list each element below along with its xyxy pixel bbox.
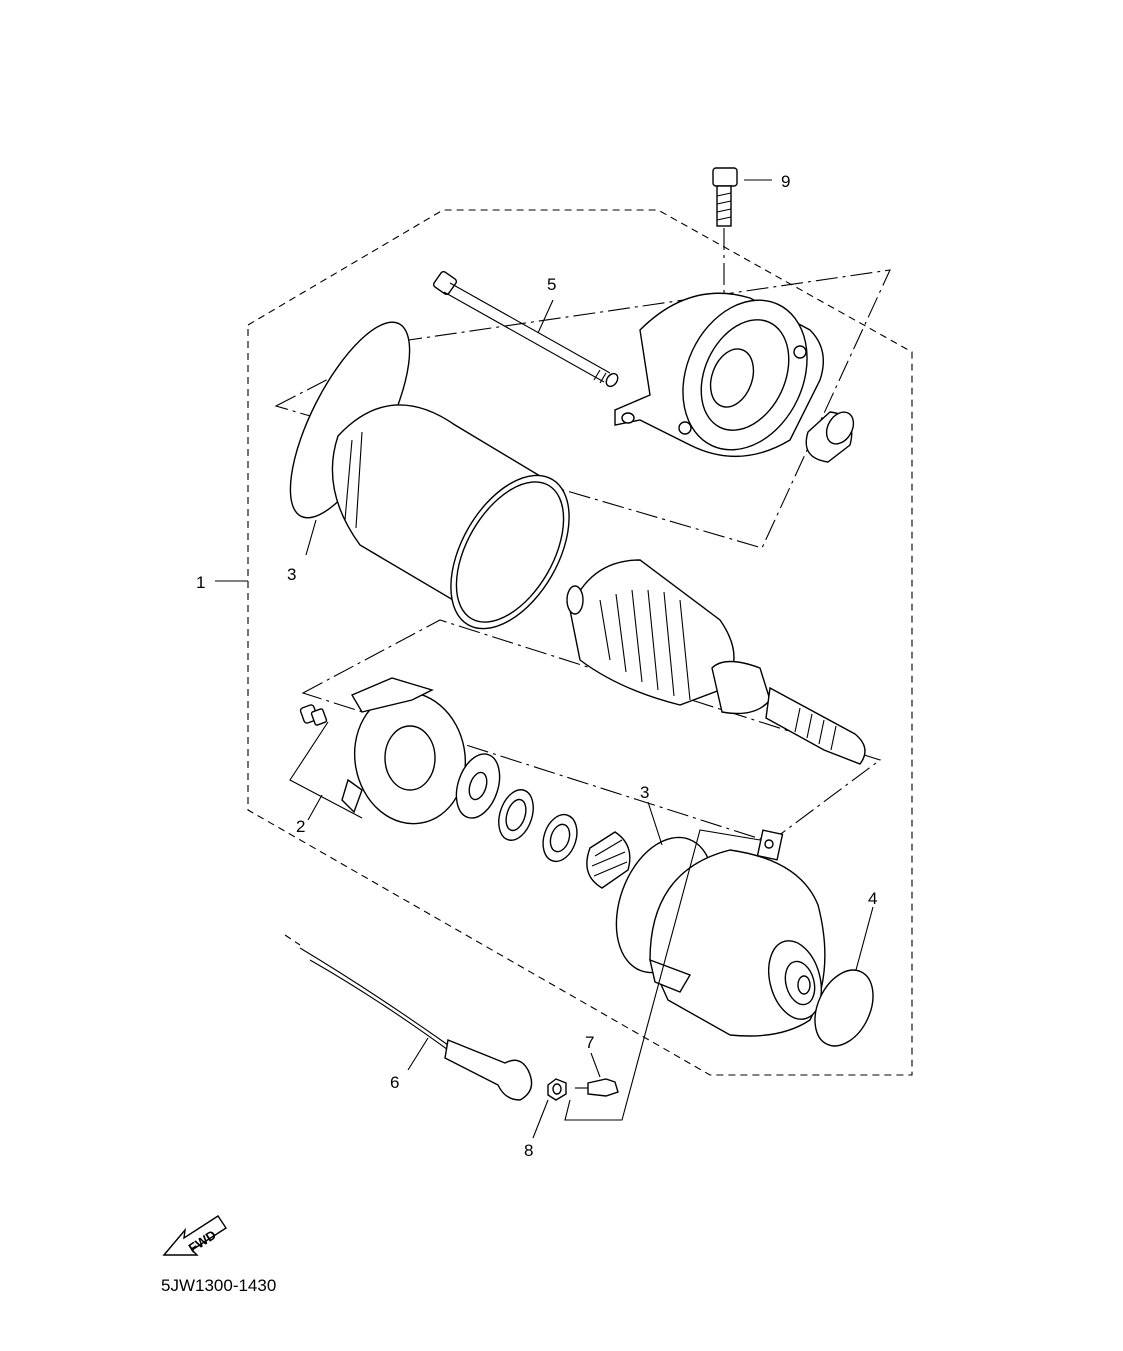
callout-3-upper: 3: [287, 565, 296, 584]
bushing-upper: [805, 411, 855, 463]
leader-lines: [215, 179, 874, 1139]
front-cover: [614, 292, 824, 458]
rear-cover: [649, 829, 826, 1037]
callout-2: 2: [296, 817, 305, 836]
callout-3-lower: 3: [640, 783, 649, 802]
callout-9: 9: [781, 172, 790, 191]
assembly-boundary: [247, 209, 913, 1076]
callout-8: 8: [524, 1141, 533, 1160]
cable-part-6[interactable]: [284, 934, 533, 1101]
callout-7: 7: [585, 1033, 594, 1052]
diagram-code: 5JW1300-1430: [161, 1276, 276, 1295]
upper-plane: [274, 269, 891, 549]
armature: [566, 559, 866, 765]
washers-and-bearing: [455, 753, 631, 889]
screws-part-2[interactable]: [289, 704, 363, 821]
lower-plane: [301, 619, 882, 843]
terminal-bolt-part-7[interactable]: [564, 829, 761, 1121]
yoke-housing: [331, 404, 570, 630]
fwd-arrow-icon: FWD: [162, 1215, 227, 1256]
o-ring-part-4[interactable]: [804, 961, 885, 1055]
callout-5: 5: [547, 275, 556, 294]
callout-6: 6: [390, 1073, 399, 1092]
callout-1: 1: [196, 573, 205, 592]
through-bolt-part-5[interactable]: [432, 270, 620, 388]
brush-holder: [341, 677, 467, 825]
nut-part-8[interactable]: [547, 1078, 567, 1101]
callout-4: 4: [868, 889, 877, 908]
